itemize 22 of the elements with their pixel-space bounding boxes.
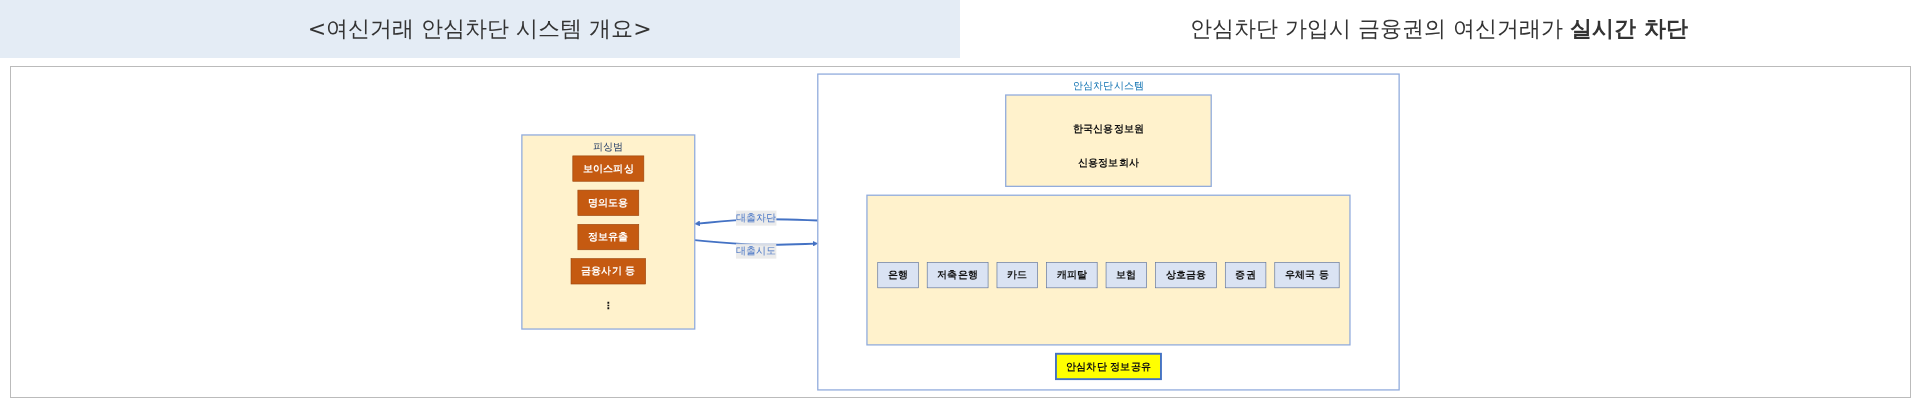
cluster — [866, 194, 1351, 346]
title: <여신거래 안심차단 시스템 개요> — [0, 0, 960, 58]
node-box: 정보유출 — [577, 224, 640, 251]
node-box: 우체국 등 — [1274, 262, 1340, 289]
node-box: 안심차단 정보공유 — [1055, 352, 1162, 381]
node-text: ⋮ — [603, 299, 614, 312]
node-box: 명의도용 — [577, 189, 640, 216]
node-box: 보이스피싱 — [572, 155, 645, 182]
node-box: 상호금융 — [1155, 262, 1217, 289]
node-box: 캐피탈 — [1046, 262, 1098, 289]
node-box: 증권 — [1225, 262, 1267, 289]
header-note: 안심차단 가입시 금융권의 여신거래가 실시간 차단 — [1190, 16, 1689, 41]
node-text: 한국신용정보원 — [1072, 122, 1144, 135]
edge-label: 대출차단 — [735, 211, 777, 224]
node-box: 금융사기 등 — [570, 258, 646, 285]
edge-label: 대출시도 — [735, 244, 777, 257]
node-box: 저축은행 — [926, 262, 989, 289]
cluster — [1005, 94, 1212, 187]
node-box: 은행 — [877, 262, 919, 289]
node-text: 신용정보회사 — [1078, 156, 1139, 169]
node-box: 보험 — [1105, 262, 1147, 289]
node-box: 카드 — [996, 262, 1038, 289]
